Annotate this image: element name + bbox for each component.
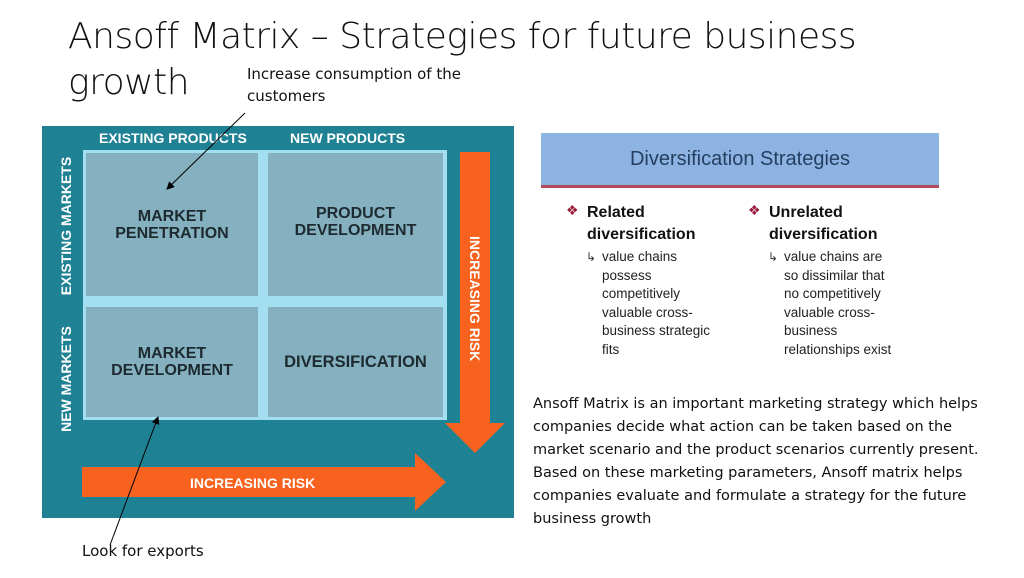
unrelated-diversification: ❖ Unrelated diversification ↳ value chai… <box>748 202 891 359</box>
annotation-look-for-exports: Look for exports <box>82 542 204 560</box>
vertical-arrow-label: INCREASING RISK <box>467 236 483 362</box>
cell-market-development: MARKET DEVELOPMENT <box>86 307 258 417</box>
risk-arrows <box>82 152 505 511</box>
horizontal-arrow-label: INCREASING RISK <box>190 475 316 491</box>
related-title: Related diversification <box>587 204 696 243</box>
unrelated-title: Unrelated diversification <box>769 204 878 243</box>
ansoff-matrix: EXISTING PRODUCTS NEW PRODUCTS EXISTING … <box>42 126 514 518</box>
horizontal-risk-arrow <box>82 453 446 511</box>
unrelated-detail: value chains are so dissimilar that no c… <box>784 249 892 357</box>
return-arrow-icon: ↳ <box>768 250 779 264</box>
description-paragraph: Ansoff Matrix is an important marketing … <box>533 396 979 527</box>
cell-product-development: PRODUCT DEVELOPMENT <box>268 153 443 296</box>
cell-diversification: DIVERSIFICATION <box>268 307 443 417</box>
related-diversification: ❖ Related diversification ↳ value chains… <box>566 202 710 359</box>
four-diamond-icon: ❖ <box>748 202 761 218</box>
related-detail: value chains possess competitively valua… <box>602 249 711 357</box>
annotation-increase-consumption: Increase consumption of the customers <box>247 65 461 105</box>
slide-title: Ansoff Matrix – Strategies for future bu… <box>68 16 857 103</box>
four-diamond-icon: ❖ <box>566 202 579 218</box>
return-arrow-icon: ↳ <box>586 250 597 264</box>
matrix-grid: MARKET PENETRATION PRODUCT DEVELOPMENT M… <box>83 150 447 420</box>
diversification-header: Diversification Strategies <box>541 133 939 188</box>
col-header-new-products: NEW PRODUCTS <box>290 130 406 146</box>
vertical-risk-arrow <box>445 152 505 453</box>
